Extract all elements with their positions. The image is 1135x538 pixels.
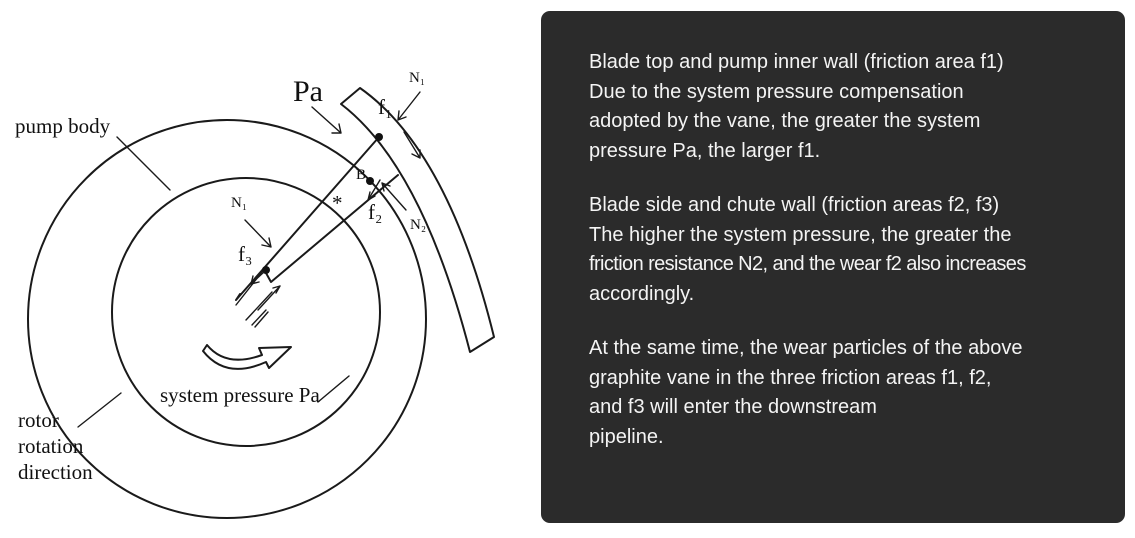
- rotor-leader: [77, 392, 122, 428]
- rotation-arrow-icon: [202, 344, 292, 370]
- text-line: and f3 will enter the downstream: [589, 396, 877, 418]
- label-n1-left: N₁: [231, 195, 247, 211]
- vane-pump-diagram: pump body Pa N₁ f₁ N₁ f₃ f₂ N₂ * B syste…: [15, 70, 495, 519]
- paragraph-wear-particles: At the same time, the wear particles of …: [589, 334, 1105, 452]
- text-line: friction resistance N2, and the wear f2 …: [589, 253, 1026, 275]
- text-line: accordingly.: [589, 282, 695, 305]
- label-n2: N₂: [410, 217, 426, 233]
- text-line: Blade side and chute wall (friction area…: [589, 194, 1000, 216]
- system-pressure-leader: [317, 375, 350, 403]
- vane-blade: [235, 136, 399, 301]
- text-line: Due to the system pressure compensation: [589, 80, 964, 103]
- paragraph-blade-side: Blade side and chute wall (friction area…: [589, 191, 1105, 309]
- text-line: adopted by the vane, the greater the sys…: [589, 110, 981, 132]
- text-line: pipeline.: [589, 425, 664, 448]
- text-line: graphite vane in the three friction area…: [589, 366, 992, 389]
- rotor-circle: [111, 177, 381, 447]
- contact-point-f2: [366, 177, 374, 185]
- label-system-pressure: system pressure Pa: [160, 383, 320, 407]
- contact-point-f1: [375, 133, 383, 141]
- text-line: The higher the system pressure, the grea…: [589, 223, 1012, 246]
- label-n1-top: N₁: [409, 70, 425, 86]
- label-f3: f₃: [238, 242, 252, 266]
- label-f1: f₁: [378, 95, 392, 119]
- f3-arrow: [250, 271, 265, 285]
- label-rotor: rotor: [18, 408, 59, 432]
- chute-wall: [340, 87, 495, 353]
- pump-body-leader: [116, 136, 171, 191]
- text-line: pressure Pa, the larger f1.: [589, 139, 821, 162]
- label-direction: direction: [18, 460, 93, 484]
- n1-top-arrow: [397, 91, 421, 121]
- label-rotation: rotation: [18, 434, 84, 458]
- explanation-panel: Blade top and pump inner wall (friction …: [541, 11, 1125, 523]
- f2-arrow: [367, 179, 381, 201]
- n1-left-arrow: [244, 219, 272, 248]
- flow-arrows: [251, 285, 281, 326]
- label-pump-body: pump body: [15, 114, 111, 138]
- label-pa: Pa: [293, 75, 323, 108]
- pump-body-circle: [27, 119, 427, 519]
- f1-arrow: [403, 131, 421, 159]
- pa-arrow: [311, 106, 342, 134]
- label-f2: f₂: [368, 200, 382, 224]
- mark-star: *: [332, 191, 343, 215]
- text-line: At the same time, the wear particles of …: [589, 337, 1023, 359]
- paragraph-blade-top: Blade top and pump inner wall (friction …: [589, 48, 1105, 166]
- n2-arrow: [381, 182, 407, 211]
- text-line: Blade top and pump inner wall (friction …: [589, 51, 1004, 73]
- mark-b: B: [356, 167, 366, 183]
